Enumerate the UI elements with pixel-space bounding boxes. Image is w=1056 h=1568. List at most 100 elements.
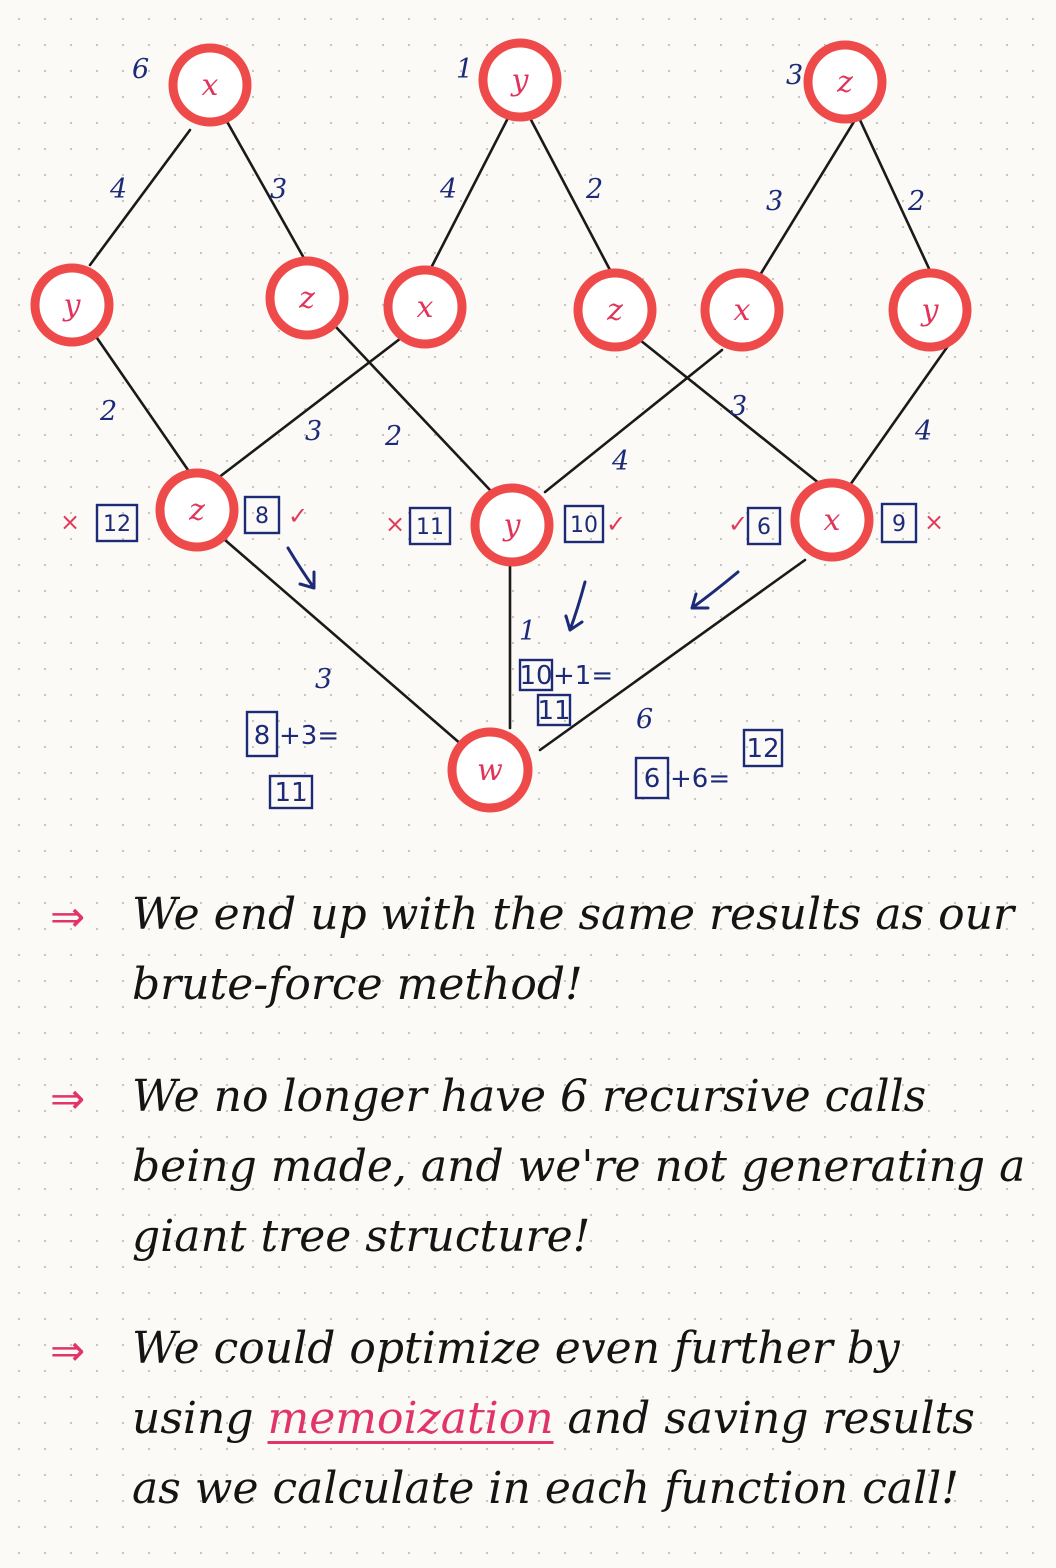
node-label: x [202,68,219,103]
keep-mark: ✓ [606,510,626,538]
total-rejected: 12 [103,512,131,537]
total-rejected: 9 [892,512,906,537]
start-cost-z: 3 [786,60,803,91]
total-box [243,495,281,535]
sum-x: 6 +6= 12 [634,728,784,800]
total-box [746,506,782,546]
node-label: y [62,288,82,323]
node-mid-x-b: x [700,268,784,352]
down-left-arrow-icon [690,570,740,610]
weight-label: 2 [384,421,402,452]
note-3: ⇒ We could optimize even further by usin… [40,1314,1030,1524]
start-cost-y: 1 [456,54,473,85]
weight-label: 2 [907,186,925,217]
node-label: y [502,508,522,543]
edge-weights: 4 3 4 2 3 2 2 3 2 4 3 4 3 1 6 [99,174,932,735]
note-text-post: and saving results as we calculate in ea… [132,1393,975,1514]
node-label: w [477,753,503,788]
node-low-y: y [470,483,554,567]
node-label: z [188,493,205,528]
total-kept: 8 [255,504,269,529]
reject-mark: × [385,510,405,538]
note-2: ⇒ We no longer have 6 recursive calls be… [40,1062,1030,1272]
total-kept: 10 [570,513,598,538]
totals-low-y: × 11 10 ✓ [385,504,626,546]
weight-label: 3 [270,174,287,205]
weight-label: 3 [315,664,332,695]
sum-box [536,693,572,727]
weight-label: 3 [766,186,783,217]
nodes: x y z y z x z x [30,38,972,813]
edge-top-y-mid-z [528,116,612,272]
totals-low-z: × 12 8 ✓ [60,495,308,543]
node-label: z [298,281,315,316]
keep-mark: ✓ [728,510,748,538]
reject-mark: × [924,508,944,536]
double-arrow-icon: ⇒ [50,1074,86,1123]
edges [88,116,952,752]
weight-label: 4 [109,174,127,205]
node-bottom-w: w [447,727,533,813]
node-label: y [510,63,530,98]
node-low-z: z [155,468,239,552]
sum-result: 11 [537,696,570,726]
weight-label: 4 [439,174,457,205]
edge-low-z-w [223,538,464,747]
node-mid-x-a: x [383,265,467,349]
sum-operand: 6 [644,764,661,794]
hint-arrows [286,546,740,632]
weight-label: 4 [914,416,932,447]
node-mid-y-b: y [888,268,972,352]
weight-label: 2 [585,174,603,205]
node-top-z: z [803,40,887,124]
highlight-memoization: memoization [267,1393,554,1444]
node-top-x: x [168,43,252,127]
sum-operator: +6= [670,764,730,794]
double-arrow-icon: ⇒ [50,1326,86,1375]
keep-mark: ✓ [288,502,308,530]
edge-top-z-mid-x [758,118,857,277]
note-1: ⇒ We end up with the same results as our… [40,880,1030,1020]
node-label: z [606,293,623,328]
reject-mark: × [60,508,80,536]
sum-operator: +3= [279,721,339,751]
weight-label: 2 [99,396,117,427]
weight-label: 3 [730,391,747,422]
sum-y: 10 +1= 11 [518,658,613,727]
sum-box [742,728,784,768]
sum-result: 11 [274,778,307,808]
edge-mid-x-low-z [216,333,407,480]
sum-z: 8 +3= 11 [245,710,339,810]
sum-result: 12 [746,734,779,764]
node-label: z [836,65,853,100]
weight-label: 3 [305,416,322,447]
total-box [880,502,918,544]
totals-low-x: ✓ 6 9 × [728,502,944,546]
weight-label: 6 [636,704,653,735]
sum-operator: +1= [553,661,613,691]
sum-operand: 8 [254,721,271,751]
double-arrow-icon: ⇒ [50,892,86,941]
notes: ⇒ We end up with the same results as our… [40,880,1030,1566]
total-box [95,503,139,543]
node-label: y [920,293,940,328]
weight-label: 4 [611,446,629,477]
total-box [563,504,605,544]
node-label: x [824,503,841,538]
node-label: x [734,293,751,328]
weight-label: 1 [519,616,536,647]
edge-mid-x-low-y [543,348,724,494]
sum-box [634,756,670,800]
total-box [408,506,452,546]
edge-top-x-mid-z [223,116,307,262]
edge-mid-y-low-z [95,336,190,472]
edge-top-y-mid-x [428,116,510,272]
sum-operand: 10 [519,661,552,691]
sum-box [518,658,554,692]
edge-mid-z-low-y [333,324,492,492]
edge-mid-z-low-x [638,338,827,490]
sum-box [245,710,279,758]
down-arrow-icon [564,580,587,632]
graph-diagram: 4 3 4 2 3 2 2 3 2 4 3 4 3 1 6 6 1 3 x y … [30,38,972,813]
edge-top-x-mid-y [88,128,192,267]
